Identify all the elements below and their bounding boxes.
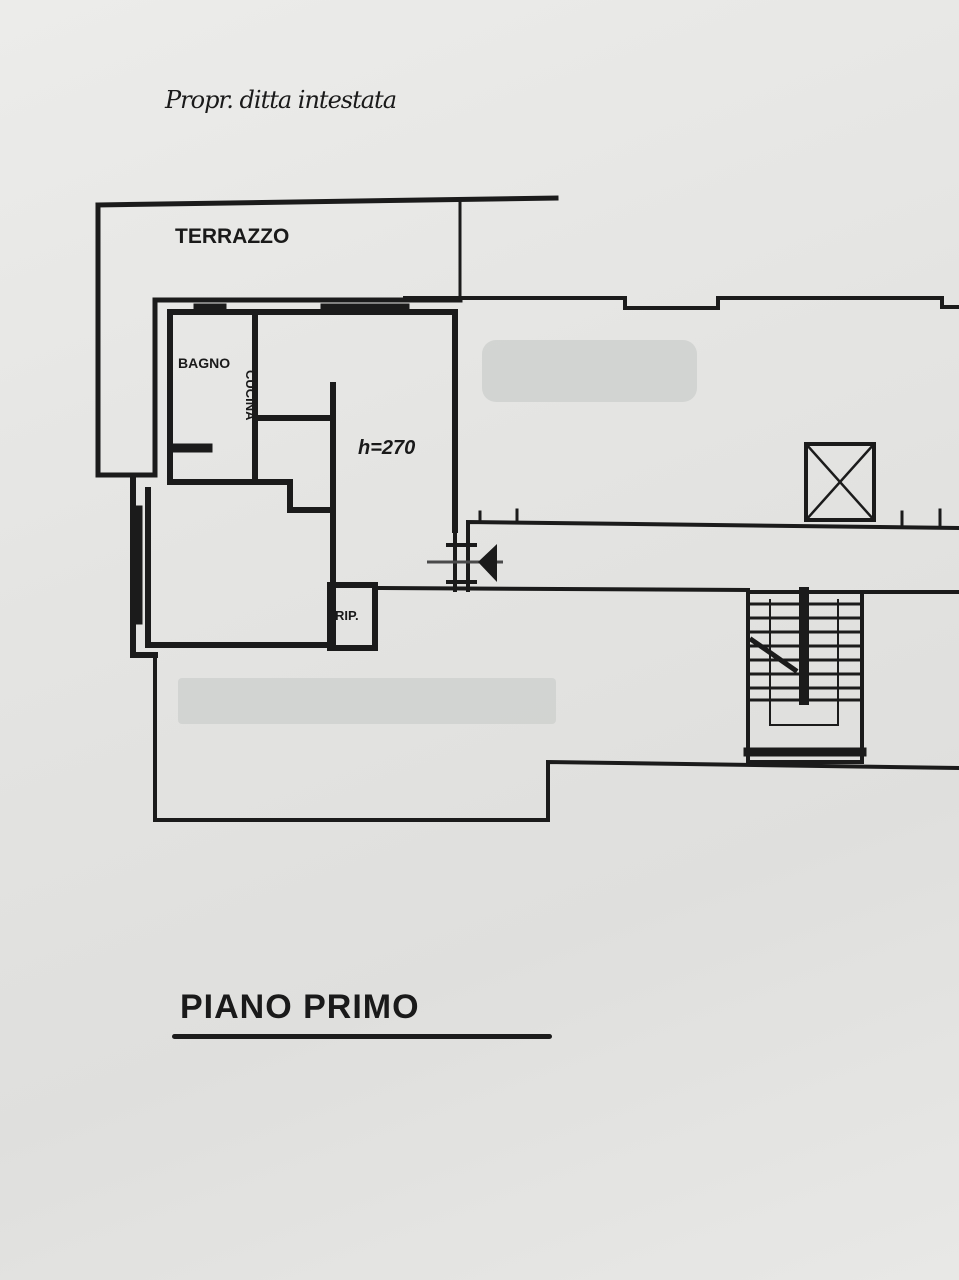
elevator-shaft-icon xyxy=(804,442,876,522)
redacted-area xyxy=(482,340,697,402)
room-label-kitchen: CUCINA xyxy=(243,370,258,421)
owner-note: Propr. ditta intestata xyxy=(165,86,397,114)
entrance-door xyxy=(446,528,477,592)
room-label-terrace: TERRAZZO xyxy=(175,225,290,248)
terrace-outline xyxy=(95,195,559,478)
staircase-icon xyxy=(743,587,867,764)
entrance-arrow-icon xyxy=(427,544,503,582)
plan-title: PIANO PRIMO xyxy=(180,988,420,1026)
corridor-top-wall xyxy=(403,296,959,310)
redacted-area xyxy=(178,678,556,724)
title-underline xyxy=(172,1034,552,1039)
room-label-storage: RIP. xyxy=(335,608,359,623)
ceiling-height-label: h=270 xyxy=(358,437,416,459)
room-label-bathroom: BAGNO xyxy=(178,355,231,371)
apartment-walls xyxy=(130,309,458,658)
lower-hall-walls xyxy=(153,508,959,822)
window-marks xyxy=(133,303,410,625)
